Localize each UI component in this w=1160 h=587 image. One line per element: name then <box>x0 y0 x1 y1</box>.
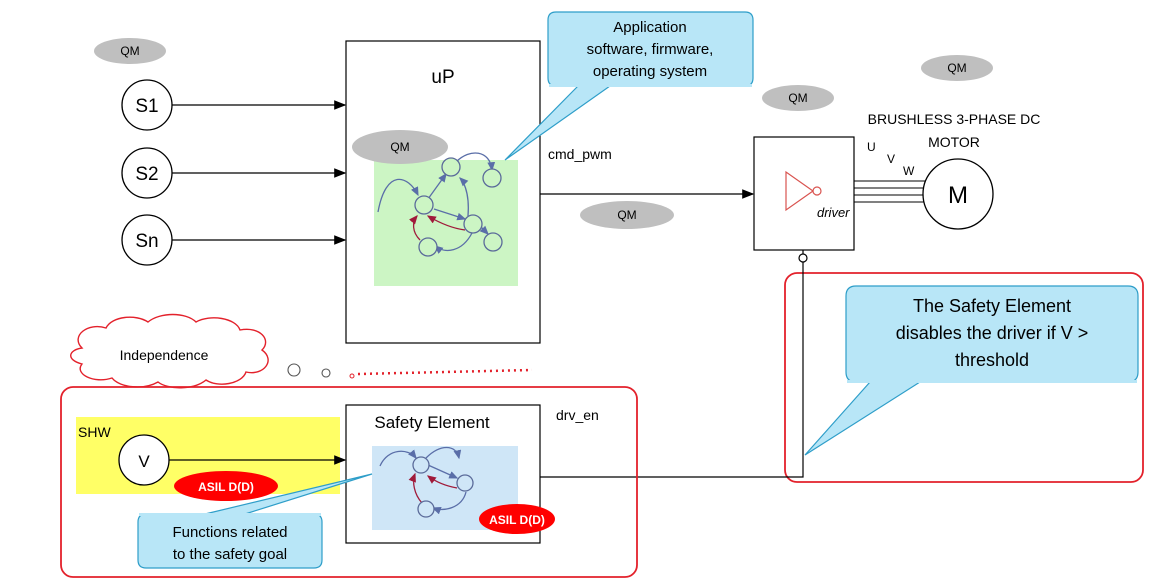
svg-text:QM: QM <box>788 91 807 105</box>
qm-badge-pwm: QM <box>580 201 674 229</box>
phase-v-label: V <box>887 152 895 166</box>
safety-function-graph <box>379 446 474 518</box>
svg-text:Functions related: Functions related <box>172 524 287 541</box>
phase-w-label: W <box>903 164 915 178</box>
qm-badge-driver: QM <box>762 85 834 111</box>
driver-enable-pin <box>798 250 808 263</box>
svg-text:threshold: threshold <box>955 350 1029 370</box>
svg-text:QM: QM <box>947 61 966 75</box>
svg-text:The Safety Element: The Safety Element <box>913 296 1071 316</box>
motor-phase-lines <box>854 180 928 203</box>
cmd-pwm-label: cmd_pwm <box>548 146 612 162</box>
svg-text:M: M <box>948 182 968 209</box>
svg-text:to the safety goal: to the safety goal <box>173 546 287 563</box>
independence-thought-cloud: Independence <box>70 313 533 389</box>
driver-label: driver <box>817 205 850 220</box>
sensor-sn: Sn <box>121 214 173 266</box>
svg-text:QM: QM <box>120 44 139 58</box>
qm-badge-motor: QM <box>921 55 993 81</box>
shw-label: SHW <box>78 424 111 440</box>
qm-badge-sensors: QM <box>94 38 166 64</box>
svg-text:software, firmware,: software, firmware, <box>587 41 714 58</box>
svg-text:Independence: Independence <box>120 347 209 363</box>
svg-text:ASIL D(D): ASIL D(D) <box>198 480 254 494</box>
safety-element-callout: The Safety Element disables the driver i… <box>804 285 1139 456</box>
phase-u-label: U <box>867 140 876 154</box>
svg-text:S2: S2 <box>135 164 158 185</box>
motor-title-line1: BRUSHLESS 3-PHASE DC <box>868 111 1041 127</box>
software-state-graph <box>377 152 503 257</box>
asil-badge-shw: ASIL D(D) <box>174 471 278 501</box>
motor-symbol: M <box>922 158 994 230</box>
up-title: uP <box>431 67 454 88</box>
driver-amplifier-icon <box>785 170 822 212</box>
motor-title-line2: MOTOR <box>928 134 980 150</box>
sensor-s2: S2 <box>121 147 173 199</box>
sensor-v: V <box>118 434 170 486</box>
drv-en-label: drv_en <box>556 407 599 423</box>
svg-text:Application: Application <box>613 19 686 36</box>
asil-badge-safety-element: ASIL D(D) <box>479 504 555 534</box>
svg-text:QM: QM <box>390 140 409 154</box>
svg-text:S1: S1 <box>135 96 158 117</box>
svg-text:Sn: Sn <box>135 231 158 252</box>
safety-element-title: Safety Element <box>374 413 490 432</box>
svg-text:V: V <box>138 452 150 471</box>
svg-text:operating system: operating system <box>593 63 707 80</box>
svg-text:QM: QM <box>617 208 636 222</box>
safety-hardware-boundary <box>60 386 638 578</box>
svg-text:disables the driver if V >: disables the driver if V > <box>896 323 1089 343</box>
drv-en-signal-line <box>540 262 804 478</box>
safety-mechanism-boundary <box>784 272 1144 483</box>
svg-text:ASIL D(D): ASIL D(D) <box>489 513 545 527</box>
application-software-callout: Application software, firmware, operatin… <box>504 11 754 161</box>
functions-callout: Functions related to the safety goal <box>137 473 373 569</box>
qm-badge-software: QM <box>352 130 448 164</box>
sensor-s1: S1 <box>121 79 173 131</box>
